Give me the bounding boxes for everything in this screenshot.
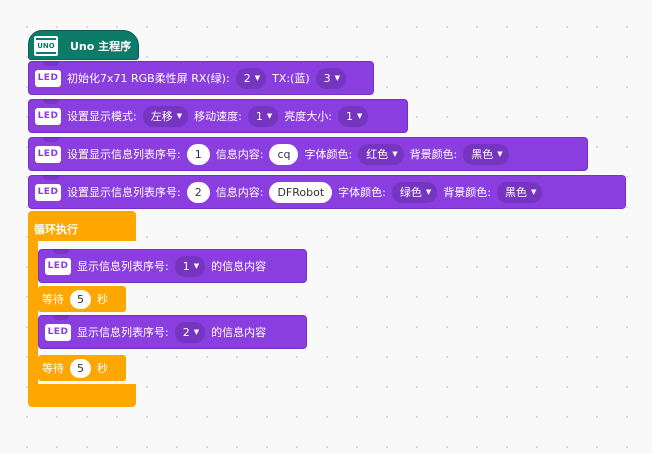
forever-loop-footer [28,384,136,407]
display-mode-value: 左移 [150,110,173,123]
wait-seconds-input[interactable]: 5 [70,289,91,309]
show-message-label: 显示信息列表序号: [77,260,169,273]
show-message-label: 显示信息列表序号: [77,326,169,339]
led-icon: LED [45,323,71,341]
show-index-dropdown[interactable]: 2▼ [174,321,206,343]
wait-label: 等待 [42,362,64,375]
display-mode-label: 设置显示模式: [67,110,137,123]
bg-color-value: 黑色 [504,186,527,199]
font-color-dropdown[interactable]: 红色▼ [358,143,404,165]
chevron-down-icon: ▼ [176,112,183,120]
show-index-value: 2 [182,325,190,339]
show-message-1-block[interactable]: LED 显示信息列表序号: 1▼ 的信息内容 [38,249,307,283]
chevron-down-icon: ▼ [356,112,363,120]
chevron-down-icon: ▼ [530,188,537,196]
chevron-down-icon: ▼ [497,150,503,158]
message-content-label: 信息内容: [215,186,264,199]
led-icon: LED [35,183,61,201]
message-index-input[interactable]: 1 [186,143,210,165]
show-message-2-block[interactable]: LED 显示信息列表序号: 2▼ 的信息内容 [38,315,307,349]
message-content-input[interactable]: cq [269,143,299,165]
bg-color-label: 背景颜色: [409,148,458,161]
set-message-2-block[interactable]: LED 设置显示信息列表序号: 2 信息内容: DFRobot 字体颜色: 绿色… [28,175,626,209]
brightness-value: 1 [345,109,353,123]
message-index-label: 设置显示信息列表序号: [67,148,181,161]
message-content-input[interactable]: DFRobot [269,181,333,203]
uno-board-icon: UNO [34,36,58,56]
message-index-input[interactable]: 2 [186,181,210,203]
forever-loop-label: 循环执行 [34,223,78,236]
rx-pin-dropdown[interactable]: 2▼ [235,67,267,89]
move-speed-value: 1 [255,109,263,123]
show-index-value: 1 [182,259,190,273]
show-message-suffix: 的信息内容 [211,260,267,273]
brightness-dropdown[interactable]: 1▼ [337,105,369,127]
move-speed-label: 移动速度: [194,110,242,123]
set-message-1-block[interactable]: LED 设置显示信息列表序号: 1 信息内容: cq 字体颜色: 红色▼ 背景颜… [28,137,588,171]
message-index-label: 设置显示信息列表序号: [67,186,181,199]
show-index-dropdown[interactable]: 1▼ [174,255,206,277]
bg-color-label: 背景颜色: [443,186,491,199]
bg-color-dropdown[interactable]: 黑色▼ [463,143,509,165]
bg-color-value: 黑色 [471,148,494,161]
set-display-mode-block[interactable]: LED 设置显示模式: 左移▼ 移动速度: 1▼ 亮度大小: 1▼ [28,99,408,133]
font-color-label: 字体颜色: [338,186,386,199]
chevron-down-icon: ▼ [266,112,273,120]
tx-pin-dropdown[interactable]: 3▼ [315,67,347,89]
font-color-value: 绿色 [399,186,422,199]
show-message-suffix: 的信息内容 [211,326,267,339]
wait-label: 等待 [42,293,64,306]
rx-pin-value: 2 [243,71,251,85]
font-color-dropdown[interactable]: 绿色▼ [391,181,438,203]
font-color-value: 红色 [366,148,389,161]
led-icon: LED [35,107,61,125]
led-icon: LED [35,69,61,87]
led-icon: LED [35,145,61,163]
wait-block-2[interactable]: 等待 5 秒 [38,355,126,381]
display-mode-dropdown[interactable]: 左移▼ [142,105,189,127]
font-color-label: 字体颜色: [304,148,353,161]
message-content-label: 信息内容: [215,148,264,161]
wait-seconds-input[interactable]: 5 [70,358,91,378]
init-rgb-screen-block[interactable]: LED 初始化7x71 RGB柔性屏 RX(绿): 2▼ TX:(蓝) 3▼ [28,61,374,95]
uno-board-icon-text: UNO [37,42,55,50]
board-pins-bottom [36,52,56,54]
chevron-down-icon: ▼ [392,150,398,158]
wait-unit: 秒 [97,293,108,306]
wait-unit: 秒 [97,362,108,375]
forever-loop-arm [28,240,38,386]
chevron-down-icon: ▼ [193,262,200,270]
wait-block-1[interactable]: 等待 5 秒 [38,286,126,312]
bg-color-dropdown[interactable]: 黑色▼ [496,181,543,203]
tx-pin-value: 3 [323,71,331,85]
chevron-down-icon: ▼ [254,74,261,82]
board-pins-top [36,38,56,40]
brightness-label: 亮度大小: [284,110,332,123]
move-speed-dropdown[interactable]: 1▼ [247,105,279,127]
chevron-down-icon: ▼ [334,74,341,82]
led-icon: LED [45,257,71,275]
tx-label: TX:(蓝) [272,72,310,85]
chevron-down-icon: ▼ [193,328,200,336]
forever-loop-block[interactable] [28,211,136,241]
init-label: 初始化7x71 RGB柔性屏 RX(绿): [67,72,230,85]
hat-block-label: Uno 主程序 [70,40,132,53]
chevron-down-icon: ▼ [425,188,432,196]
